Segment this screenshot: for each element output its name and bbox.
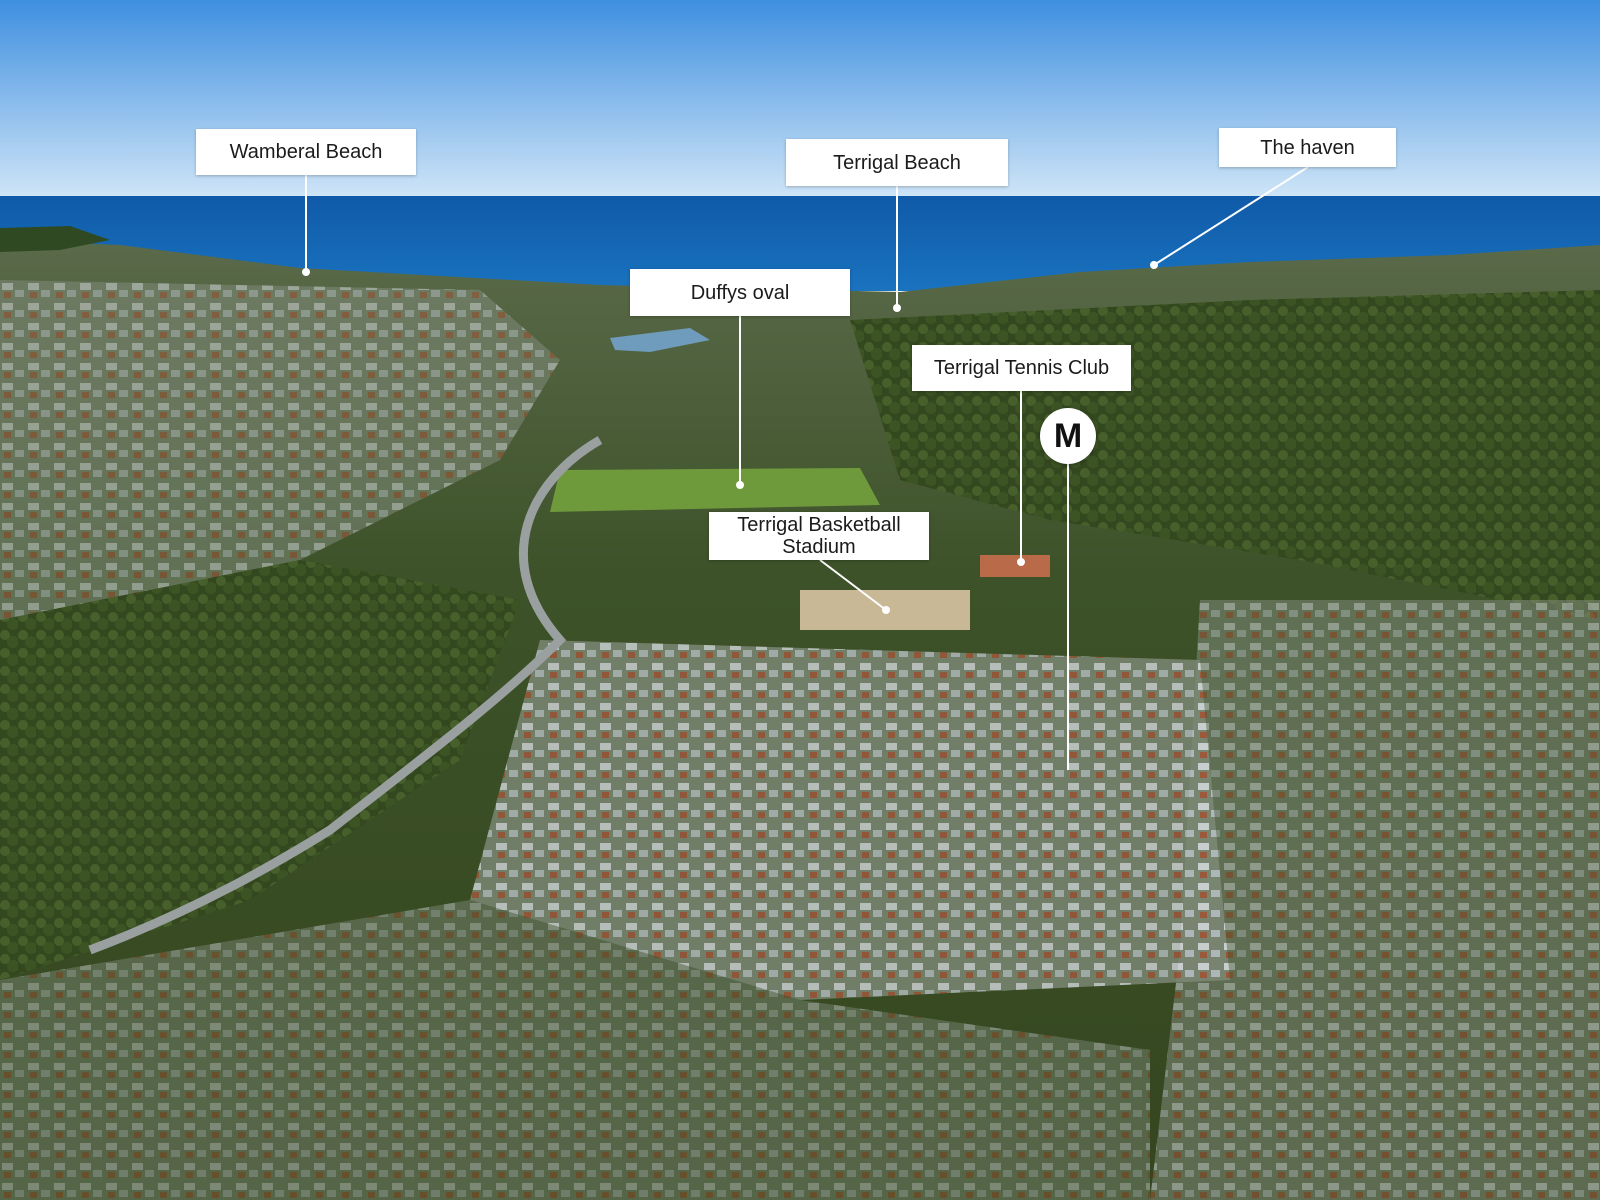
point-duffys <box>736 481 744 489</box>
point-basketball <box>882 606 890 614</box>
label-terrigal-basketball-stadium: Terrigal Basketball Stadium <box>709 512 929 560</box>
forest-left <box>0 560 520 980</box>
suburb-right <box>1150 600 1600 1200</box>
point-wamberal <box>302 268 310 276</box>
point-haven <box>1150 261 1158 269</box>
label-terrigal-beach: Terrigal Beach <box>786 139 1008 186</box>
village-center <box>470 640 1230 1000</box>
label-wamberal-beach: Wamberal Beach <box>196 129 416 175</box>
leader-haven <box>1153 166 1309 266</box>
label-duffys-oval: Duffys oval <box>630 269 850 316</box>
location-marker-m: M <box>1040 408 1096 464</box>
leader-basketball <box>819 559 887 611</box>
lagoon <box>610 328 710 352</box>
wamberal-headland <box>0 226 110 252</box>
point-tennis <box>1017 558 1025 566</box>
label-the-haven: The haven <box>1219 128 1396 167</box>
suburb-bottom <box>0 900 1150 1200</box>
duffys-oval-field <box>550 468 880 512</box>
label-terrigal-tennis-club: Terrigal Tennis Club <box>912 345 1131 391</box>
main-road <box>88 436 603 955</box>
tennis-courts <box>980 555 1050 577</box>
suburb-left <box>0 280 560 620</box>
point-terrigal-beach <box>893 304 901 312</box>
